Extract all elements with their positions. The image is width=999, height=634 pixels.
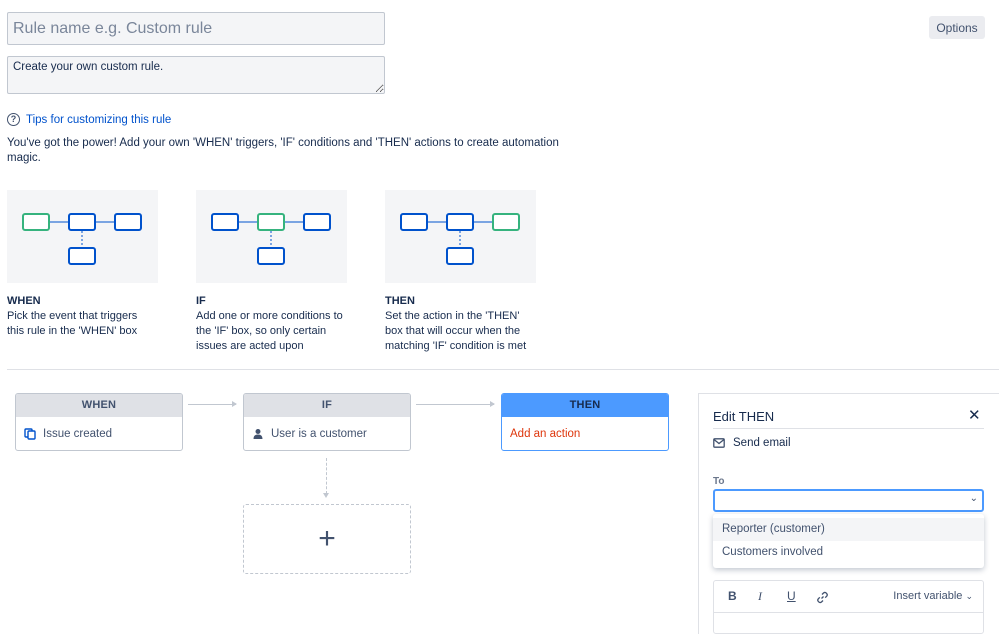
chevron-down-icon: ⌄ <box>965 591 973 601</box>
mail-icon <box>713 438 725 448</box>
flow-arrow <box>416 401 495 407</box>
if-node[interactable]: IF User is a customer <box>243 393 411 451</box>
panel-divider <box>713 428 984 429</box>
plus-icon: + <box>318 522 336 555</box>
flow-arrow <box>188 401 237 407</box>
if-node-item: User is a customer <box>271 428 367 440</box>
content-editor[interactable]: B I U Insert variable ⌄ <box>713 580 984 634</box>
then-node[interactable]: THEN Add an action <box>501 393 669 451</box>
intro-text: You've got the power! Add your own 'WHEN… <box>7 137 559 164</box>
then-illustration <box>385 190 536 283</box>
bold-button[interactable]: B <box>728 589 737 603</box>
tips-link[interactable]: Tips for customizing this rule <box>26 113 172 126</box>
connector-arrowhead <box>323 493 329 498</box>
italic-button[interactable]: I <box>758 589 762 603</box>
to-select[interactable]: ⌄ <box>713 489 984 512</box>
if-illustration <box>196 190 347 283</box>
then-step-title: THEN <box>385 295 415 307</box>
to-field-label: To <box>713 476 725 487</box>
help-icon: ? <box>7 113 20 126</box>
when-node-item: Issue created <box>43 428 113 440</box>
rule-description-field[interactable]: Create your own custom rule. <box>7 56 385 94</box>
if-node-header: IF <box>244 394 410 417</box>
send-email-label: Send email <box>733 437 791 449</box>
rule-name-input[interactable] <box>7 12 385 45</box>
insert-variable-dropdown[interactable]: Insert variable ⌄ <box>893 590 973 602</box>
edit-then-panel <box>698 393 999 634</box>
send-email-action: Send email <box>713 437 791 449</box>
close-icon[interactable]: ✕ <box>968 407 981 424</box>
tips-row: ? Tips for customizing this rule <box>7 113 171 126</box>
then-step-description: Set the action in the 'THEN' box that wi… <box>385 310 527 352</box>
link-icon[interactable] <box>816 591 829 607</box>
option-customers-involved[interactable]: Customers involved <box>722 546 823 558</box>
chevron-down-icon: ⌄ <box>969 493 978 504</box>
if-step-title: IF <box>196 295 206 307</box>
then-node-header: THEN <box>502 394 668 417</box>
user-icon <box>253 429 263 439</box>
option-reporter[interactable]: Reporter (customer) <box>713 518 984 541</box>
when-step-description: Pick the event that triggers this rule i… <box>7 310 138 337</box>
copy-icon <box>24 428 36 440</box>
section-divider <box>7 369 999 370</box>
add-condition-button[interactable]: + <box>243 504 411 574</box>
when-illustration <box>7 190 158 283</box>
insert-variable-label: Insert variable <box>893 590 963 602</box>
options-button[interactable]: Options <box>929 16 985 39</box>
when-node-header: WHEN <box>16 394 182 417</box>
panel-title: Edit THEN <box>713 409 775 424</box>
when-node[interactable]: WHEN Issue created <box>15 393 183 451</box>
when-step-title: WHEN <box>7 295 41 307</box>
to-options-menu: Reporter (customer) Customers involved <box>713 514 984 568</box>
editor-toolbar: B I U Insert variable ⌄ <box>714 581 983 613</box>
branch-connector <box>326 458 327 494</box>
add-action-link[interactable]: Add an action <box>510 428 581 440</box>
if-step-description: Add one or more conditions to the 'IF' b… <box>196 310 343 352</box>
underline-button[interactable]: U <box>787 589 796 603</box>
